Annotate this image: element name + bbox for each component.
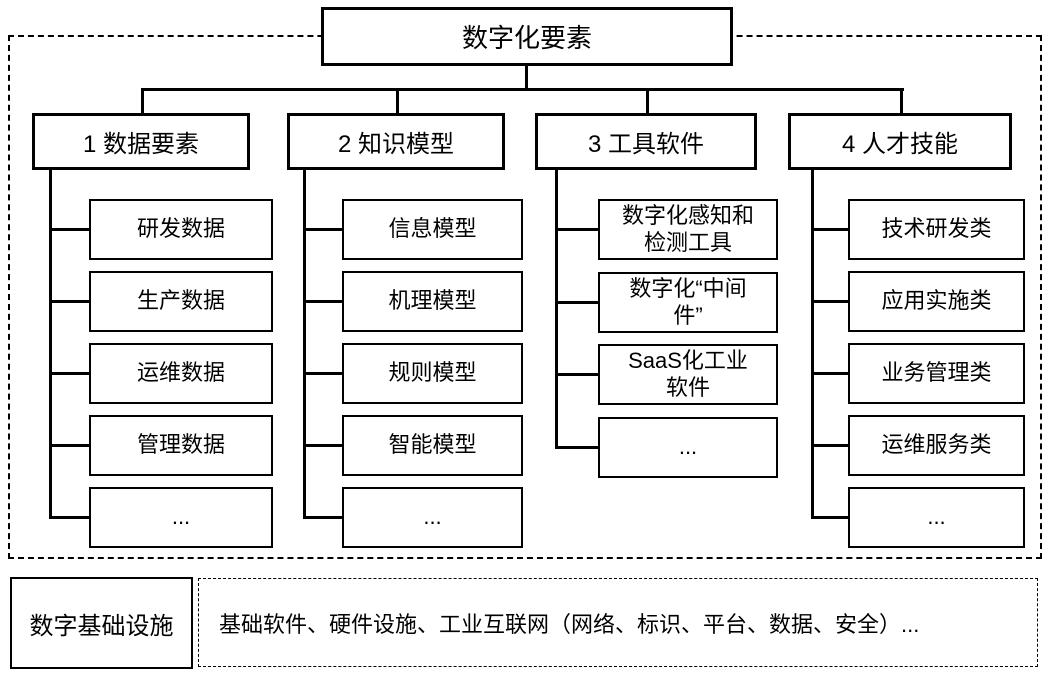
- connector-tick-3-2: [555, 301, 598, 304]
- category-box-2: 2 知识模型: [287, 113, 505, 170]
- connector-tick-4-3: [811, 372, 848, 375]
- child-box-4-5: ...: [848, 487, 1025, 548]
- connector-tick-1-3: [49, 372, 89, 375]
- child-box-2-1: 信息模型: [342, 199, 523, 260]
- connector-drop-2: [396, 88, 399, 113]
- connector-spine-1: [49, 170, 52, 519]
- category-box-4: 4 人才技能: [788, 113, 1012, 170]
- connector-tick-1-2: [49, 300, 89, 303]
- connector-tick-1-1: [49, 228, 89, 231]
- child-box-4-3: 业务管理类: [848, 343, 1025, 404]
- connector-tick-2-1: [303, 228, 342, 231]
- child-box-1-5: ...: [89, 487, 273, 548]
- infrastructure-label: 数字基础设施: [29, 612, 174, 640]
- connector-tick-1-4: [49, 444, 89, 447]
- connector-spine-2: [303, 170, 306, 519]
- connector-spine-4: [811, 170, 814, 519]
- child-box-3-1: 数字化感知和 检测工具: [598, 199, 778, 260]
- child-box-1-3: 运维数据: [89, 343, 273, 404]
- child-box-1-1: 研发数据: [89, 199, 273, 260]
- connector-spine-3: [555, 170, 558, 449]
- connector-tick-2-2: [303, 300, 342, 303]
- connector-top-rail: [141, 88, 904, 91]
- child-box-2-4: 智能模型: [342, 415, 523, 476]
- child-box-4-1: 技术研发类: [848, 199, 1025, 260]
- child-box-3-2: 数字化“中间 件”: [598, 272, 778, 333]
- category-box-3: 3 工具软件: [535, 113, 757, 170]
- child-box-1-4: 管理数据: [89, 415, 273, 476]
- category-box-1: 1 数据要素: [32, 113, 250, 170]
- connector-tick-2-3: [303, 372, 342, 375]
- child-box-2-5: ...: [342, 487, 523, 548]
- child-box-3-4: ...: [598, 417, 778, 478]
- connector-tick-3-3: [555, 373, 598, 376]
- connector-tick-4-5: [811, 516, 848, 519]
- root-box: 数字化要素: [321, 7, 733, 66]
- child-box-4-2: 应用实施类: [848, 271, 1025, 332]
- child-box-2-3: 规则模型: [342, 343, 523, 404]
- connector-drop-1: [141, 88, 144, 113]
- infrastructure-content: 基础软件、硬件设施、工业互联网（网络、标识、平台、数据、安全）...: [219, 611, 920, 637]
- connector-tick-4-1: [811, 228, 848, 231]
- connector-drop-3: [646, 88, 649, 113]
- child-box-1-2: 生产数据: [89, 271, 273, 332]
- child-box-3-3: SaaS化工业 软件: [598, 344, 778, 405]
- connector-tick-2-4: [303, 444, 342, 447]
- connector-tick-3-1: [555, 228, 598, 231]
- connector-tick-3-4: [555, 446, 598, 449]
- connector-tick-4-2: [811, 300, 848, 303]
- child-box-2-2: 机理模型: [342, 271, 523, 332]
- connector-tick-1-5: [49, 516, 89, 519]
- infrastructure-label-box: 数字基础设施: [10, 577, 193, 669]
- connector-tick-4-4: [811, 444, 848, 447]
- connector-tick-2-5: [303, 516, 342, 519]
- child-box-4-4: 运维服务类: [848, 415, 1025, 476]
- connector-root-drop: [525, 66, 528, 88]
- infrastructure-content-box: 基础软件、硬件设施、工业互联网（网络、标识、平台、数据、安全）...: [198, 578, 1038, 667]
- connector-drop-4: [900, 88, 903, 113]
- root-label: 数字化要素: [461, 23, 592, 53]
